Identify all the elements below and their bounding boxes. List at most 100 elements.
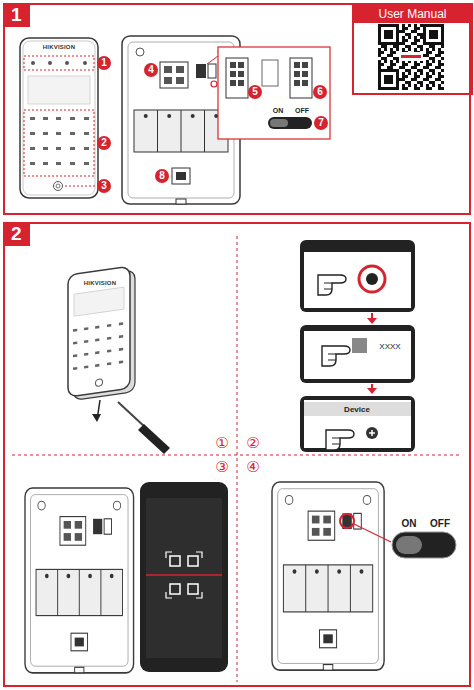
inset-detail: [294, 80, 300, 86]
keypad-keys: [30, 117, 89, 165]
switch-zoom: [392, 532, 456, 558]
switch-zoom: [354, 524, 391, 542]
quadrant-divider: [237, 236, 238, 682]
callout-number: 3: [97, 179, 111, 193]
front-keypad: [48, 61, 52, 65]
switch-zoom: [340, 514, 456, 558]
switch-label: ON: [273, 107, 284, 114]
front-keypad: [24, 110, 94, 176]
screwdriver: [92, 400, 170, 454]
front-keypad: [56, 184, 60, 188]
inset-detail: [294, 62, 300, 68]
callout-number: 6: [313, 85, 327, 99]
inset-detail: [230, 62, 236, 68]
inset-detail: [238, 71, 244, 77]
qr-code: [378, 24, 399, 45]
callout-number: 5: [248, 85, 262, 99]
phone-screens: [359, 266, 385, 292]
phone-screens: [300, 396, 415, 452]
inset-detail: [268, 117, 312, 129]
front-keypad: [65, 186, 96, 187]
qr-code: [426, 27, 441, 42]
rear-housing: [272, 482, 384, 670]
section-panel: 1 User Manual: [3, 3, 471, 215]
callout-number: 2: [97, 136, 111, 150]
callout-number: 8: [155, 169, 169, 183]
phone-screens: [304, 400, 411, 448]
section-panel: 2: [3, 222, 471, 687]
phone-screens: [366, 427, 378, 439]
section-number: 1: [3, 3, 30, 27]
phone-screens: [300, 240, 415, 312]
switch-zoom: [396, 536, 422, 554]
qr-code: [378, 69, 399, 90]
section-number: 2: [3, 222, 30, 246]
qr-code: [378, 24, 444, 90]
front-keypad: [31, 61, 35, 65]
front-keypad: [83, 61, 87, 65]
qr-code: [384, 75, 393, 84]
tab-label: Device: [344, 405, 370, 414]
inset-detail: [238, 80, 244, 86]
phone-screens: [366, 273, 378, 285]
tilted-keypad: [96, 379, 103, 387]
callout-number: 7: [314, 116, 328, 130]
step-number: ①: [215, 435, 228, 451]
qr-code: [429, 30, 438, 39]
inset-detail: [294, 71, 300, 77]
manual-box: User Manual: [352, 3, 473, 95]
switch-label: OFF: [295, 107, 309, 114]
phone-screens: [326, 430, 354, 450]
inset-detail: [302, 80, 308, 86]
phone-scanner: [188, 556, 198, 566]
callout-number: 4: [144, 63, 158, 77]
phone-screens: [367, 318, 377, 324]
qr-code: [423, 24, 444, 45]
front-keypad: [65, 61, 69, 65]
screwdriver: [118, 402, 146, 428]
brand-logo: HIKVISION: [43, 44, 75, 50]
inset-detail: [230, 71, 236, 77]
switch-label: ON: [402, 518, 417, 529]
tilted-keypad: [74, 287, 124, 316]
phone-scanner: [170, 556, 180, 566]
tilted-keypad: [68, 266, 135, 401]
leader-line: [207, 56, 218, 64]
inset-detail: [230, 80, 236, 86]
brand-logo: HIKVISION: [84, 280, 116, 286]
front-keypad: [20, 38, 98, 198]
step-number: ②: [246, 435, 259, 451]
step-number: ③: [215, 459, 228, 475]
qr-code: [381, 27, 396, 42]
inset-detail: [302, 71, 308, 77]
screwdriver: [138, 424, 170, 454]
qr-code: [381, 72, 396, 87]
phone-screens: [322, 346, 350, 366]
switch-label: OFF: [430, 518, 450, 529]
switch-zoom: [340, 514, 354, 528]
inset-detail: [218, 47, 330, 139]
rear-housing: [25, 488, 134, 673]
phone-scanner: [146, 498, 222, 658]
phone-scanner: [188, 584, 198, 594]
phone-screens: [304, 331, 411, 379]
phone-screens: [304, 252, 411, 308]
screwdriver: [92, 414, 101, 422]
tilted-keypad: [68, 266, 130, 397]
front-keypad: [20, 38, 98, 198]
tilted-keypad: [73, 322, 123, 370]
switch-marker: [211, 81, 217, 87]
qr-code: [384, 30, 393, 39]
qr-code: [401, 55, 421, 58]
front-keypad: [24, 56, 94, 70]
phone-screens: [300, 240, 415, 452]
phone-screens: [367, 388, 377, 394]
phone-screens: [352, 338, 367, 353]
inset-detail: [238, 62, 244, 68]
phone-scanner: [140, 482, 228, 672]
inset-detail: [218, 47, 330, 139]
